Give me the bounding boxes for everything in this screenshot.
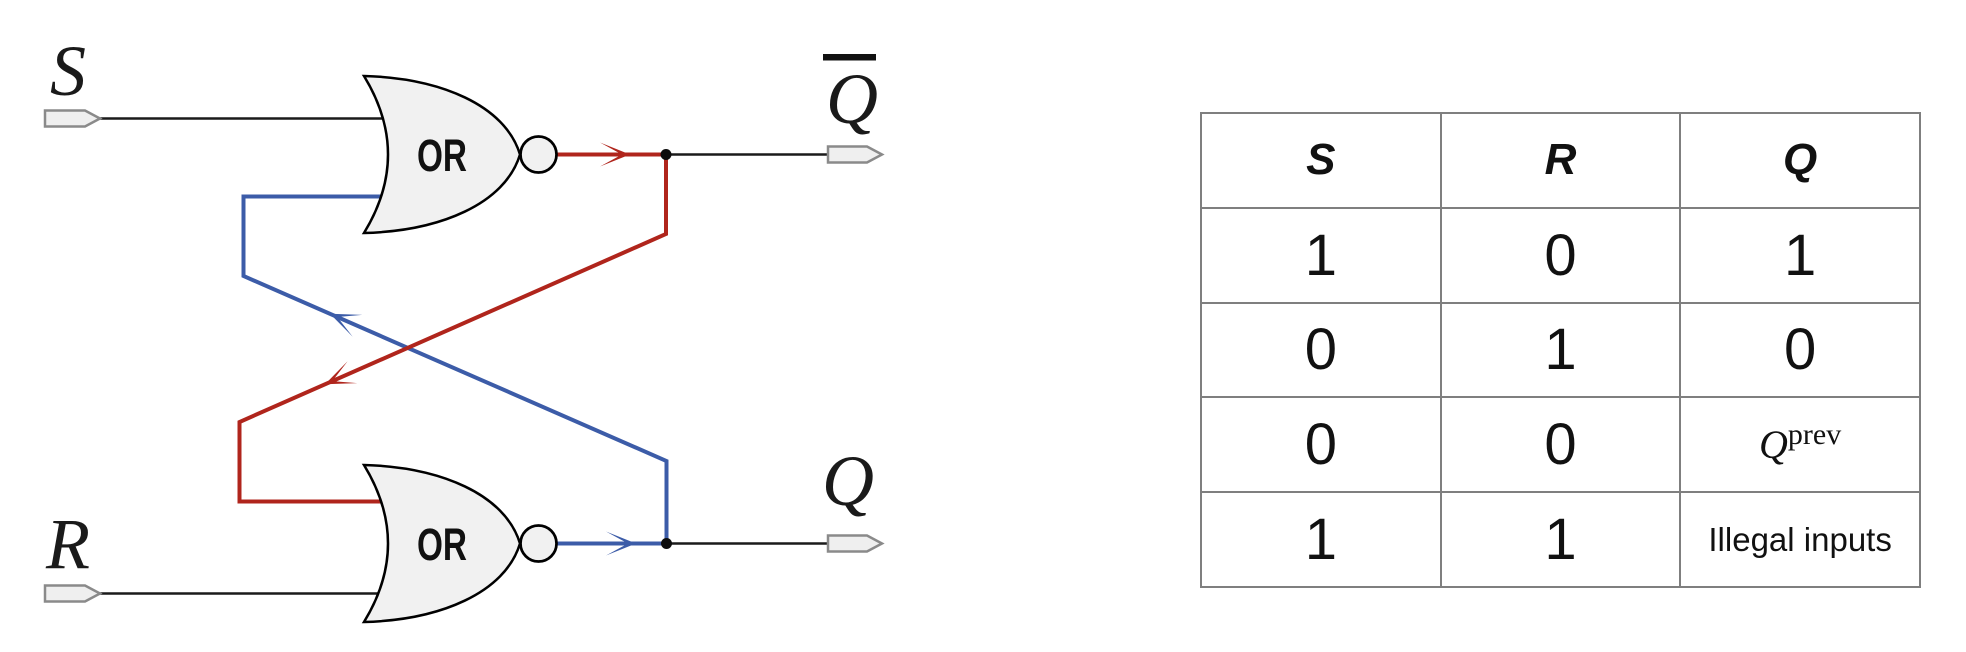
label-r: R bbox=[45, 504, 90, 584]
label-qbar: Q bbox=[826, 59, 878, 139]
label-q: Q bbox=[822, 441, 874, 521]
junction-dot-qbar bbox=[660, 149, 672, 160]
table-row: 0 0 Qprev bbox=[1200, 396, 1921, 494]
cell-q-row4: Illegal inputs bbox=[1679, 491, 1921, 588]
or-gate-top-label: OR bbox=[417, 130, 467, 181]
arrow-red-feedback bbox=[325, 361, 358, 385]
input-pin-r bbox=[43, 584, 103, 603]
cell-s-row4: 1 bbox=[1200, 491, 1442, 588]
or-gate-top-body bbox=[361, 74, 522, 235]
arrow-blue-feedback bbox=[330, 313, 363, 337]
cell-r-row1: 0 bbox=[1439, 206, 1682, 304]
cell-r-row2: 1 bbox=[1439, 301, 1682, 399]
output-pin-q bbox=[826, 534, 885, 553]
feedback-wire-red bbox=[237, 152, 668, 504]
table-row: 1 1 Illegal inputs bbox=[1200, 491, 1921, 588]
cell-q-row1: 1 bbox=[1679, 206, 1921, 304]
cell-r-row3: 0 bbox=[1439, 396, 1682, 494]
feedback-wire-blue bbox=[241, 194, 669, 546]
cell-s-row3: 0 bbox=[1200, 396, 1442, 494]
qprev-base: Q bbox=[1759, 422, 1788, 468]
inverter-bubble-top bbox=[519, 135, 558, 174]
truth-table-container: S R Q 1 0 1 0 1 0 0 0 Qprev bbox=[1200, 112, 1921, 588]
table-row: 0 1 0 bbox=[1200, 301, 1921, 399]
junction-dot-q bbox=[661, 538, 672, 549]
truth-table: S R Q 1 0 1 0 1 0 0 0 Qprev bbox=[1200, 112, 1921, 588]
cell-s-row2: 0 bbox=[1200, 301, 1442, 399]
cell-q-row2: 0 bbox=[1679, 301, 1921, 399]
truth-table-header-row: S R Q bbox=[1200, 112, 1921, 209]
arrow-blue-output bbox=[606, 531, 636, 556]
inverter-bubble-bottom bbox=[519, 524, 558, 563]
qbar-overline bbox=[823, 54, 876, 61]
header-r: R bbox=[1439, 112, 1682, 209]
cell-s-row1: 1 bbox=[1200, 206, 1442, 304]
label-s: S bbox=[50, 31, 86, 111]
input-pin-s bbox=[43, 109, 103, 128]
output-pin-qbar bbox=[826, 145, 885, 164]
cell-r-row4: 1 bbox=[1439, 491, 1682, 588]
header-s: S bbox=[1200, 112, 1442, 209]
sr-latch-circuit-diagram: OR OR S R Q Q bbox=[43, 31, 885, 624]
or-gate-bottom-body bbox=[361, 463, 522, 624]
qprev-superscript: prev bbox=[1787, 418, 1842, 452]
header-q: Q bbox=[1679, 112, 1921, 209]
cell-q-row3-qprev: Qprev bbox=[1679, 396, 1921, 494]
table-row: 1 0 1 bbox=[1200, 206, 1921, 304]
arrow-red-output bbox=[600, 142, 630, 167]
or-gate-bottom-label: OR bbox=[417, 519, 467, 570]
